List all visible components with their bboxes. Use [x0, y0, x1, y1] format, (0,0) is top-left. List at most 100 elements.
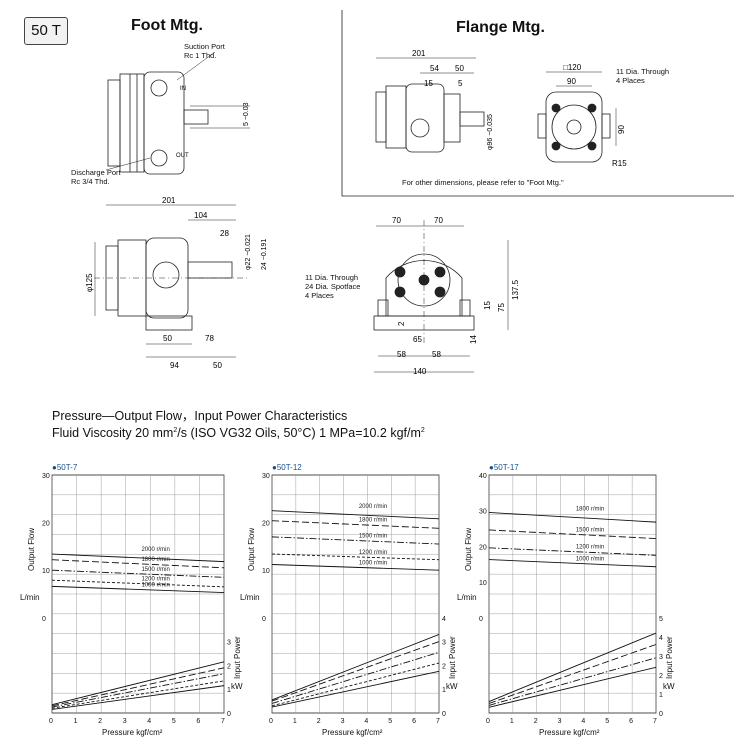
series-label: 1200 r/min [576, 545, 604, 551]
flow-line [488, 547, 657, 556]
discharge-port-note: Discharge Port Rc 3/4 Thd. [71, 168, 121, 186]
x-tick-label: 4 [147, 718, 151, 725]
model-badge: 50 T [24, 17, 68, 45]
foot-dim-50b: 50 [213, 361, 222, 370]
y2-tick-label: 4 [442, 616, 446, 623]
x-tick-label: 5 [388, 718, 392, 725]
flange-dim-50: 50 [455, 64, 464, 73]
series-label: 1000 r/min [576, 556, 604, 562]
y2-tick-label: 4 [659, 635, 663, 642]
flange-dim-5: 5 [458, 79, 463, 88]
flange-side-view [375, 57, 485, 153]
y-axis-label: Output Flow [464, 528, 473, 571]
y-axis-label: Output Flow [247, 528, 256, 571]
suction-port-note: Suction Port Rc 1 Thd. [184, 42, 225, 60]
foot-mtg-heading: Foot Mtg. [131, 17, 203, 34]
foot-dim-dia22: φ22 −0.021 [245, 234, 252, 270]
end-dim-58b: 58 [432, 350, 441, 359]
y-axis-label: Output Flow [27, 528, 36, 571]
flange-dim-r15: R15 [612, 159, 627, 168]
x-tick-label: 7 [653, 718, 657, 725]
power-line [271, 662, 440, 707]
x-tick-label: 0 [269, 718, 273, 725]
y-tick-label: 40 [479, 473, 487, 480]
series-label: 1500 r/min [576, 527, 604, 533]
power-line [271, 670, 440, 708]
foot-side-view [94, 204, 250, 358]
x-tick-label: 3 [558, 718, 562, 725]
suction-port-circle [150, 79, 168, 97]
y-axis-unit: L/min [20, 593, 40, 602]
flow-line [271, 564, 440, 571]
x-tick-label: 4 [581, 718, 585, 725]
y-tick-label: 30 [42, 473, 50, 480]
discharge-port-circle [150, 149, 168, 167]
y2-tick-label: 0 [442, 711, 446, 718]
x-tick-label: 5 [605, 718, 609, 725]
series-label: 1500 r/min [359, 534, 387, 540]
end-dim-2: 2 [397, 321, 406, 326]
power-line [51, 673, 225, 708]
y2-tick-label: 3 [659, 654, 663, 661]
flange-dim-54: 54 [430, 64, 439, 73]
power-line [488, 657, 657, 706]
y-tick-label: 20 [262, 521, 270, 528]
foot-end-view [373, 220, 509, 373]
end-dim-14: 14 [469, 335, 478, 344]
flange-dim-201: 201 [412, 49, 426, 58]
end-dim-75: 75 [497, 303, 506, 312]
y2-tick-label: 1 [227, 687, 231, 694]
series-label: 1000 r/min [359, 560, 387, 566]
flange-dim-90: 90 [567, 77, 576, 86]
x-tick-label: 7 [221, 718, 225, 725]
foot-dim-104: 104 [194, 211, 208, 220]
power-line [271, 634, 440, 701]
y-tick-label: 20 [479, 544, 487, 551]
flow-line [51, 553, 225, 563]
foot-dim-24: 24 −0.191 [261, 239, 268, 270]
y-axis-unit: L/min [240, 593, 260, 602]
y-tick-label: 30 [262, 473, 270, 480]
end-dim-15: 15 [483, 301, 492, 310]
x-axis-label: Pressure kgf/cm² [322, 728, 383, 737]
x-tick-label: 6 [196, 718, 200, 725]
power-line [271, 651, 440, 704]
series-label: 1200 r/min [359, 550, 387, 556]
out-label: OUT [176, 153, 189, 159]
y-tick-label: 20 [42, 521, 50, 528]
series-label: 2000 r/min [359, 504, 387, 510]
series-label: 1000 r/min [141, 583, 169, 589]
foot-keyway: 5 −0.03 [243, 102, 250, 126]
y2-tick-label: 2 [442, 663, 446, 670]
y2-axis-unit: kW [446, 682, 458, 691]
characteristics-title: Pressure—Output Flow，Input Power Charact… [52, 409, 348, 423]
x-tick-label: 0 [486, 718, 490, 725]
flow-line [488, 512, 657, 523]
x-tick-label: 3 [123, 718, 127, 725]
flange-face-view [537, 71, 617, 163]
flow-line [271, 553, 440, 561]
x-tick-label: 2 [98, 718, 102, 725]
flow-line [271, 510, 440, 520]
foot-top-view [105, 51, 250, 175]
foot-dim-dia125: φ125 [85, 273, 94, 292]
chart-title: ●50T-12 [272, 463, 302, 472]
flange-hole-note: 11 Dia. Through 4 Places [616, 67, 670, 85]
foot-dim-201: 201 [162, 196, 176, 205]
flange-footnote: For other dimensions, please refer to "F… [402, 178, 564, 187]
x-tick-label: 3 [341, 718, 345, 725]
shaft [183, 109, 209, 125]
y2-tick-label: 3 [442, 640, 446, 647]
x-tick-label: 1 [510, 718, 514, 725]
characteristics-subtitle: Fluid Viscosity 20 mm2/s (ISO VG32 Oils,… [52, 426, 425, 440]
flange-mtg-heading: Flange Mtg. [456, 19, 545, 36]
x-tick-label: 0 [49, 718, 53, 725]
x-tick-label: 4 [364, 718, 368, 725]
y2-axis-unit: kW [663, 682, 675, 691]
y2-tick-label: 0 [659, 711, 663, 718]
x-tick-label: 5 [172, 718, 176, 725]
y-tick-label: 0 [262, 616, 266, 623]
power-line [488, 666, 657, 708]
chart-title: ●50T-7 [52, 463, 78, 472]
